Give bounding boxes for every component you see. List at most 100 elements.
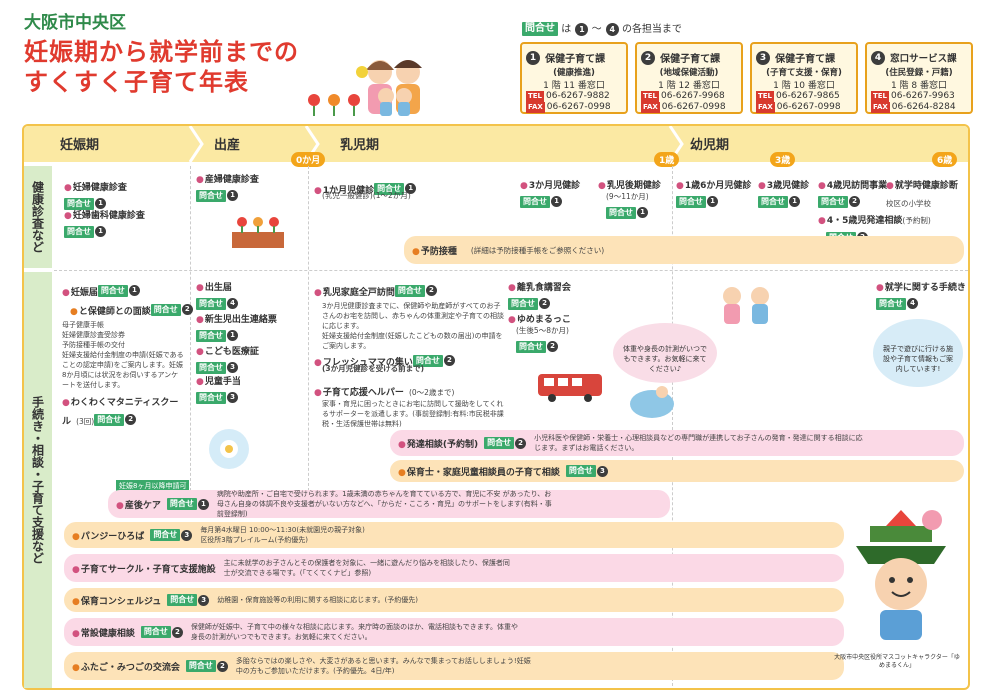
contact-tag: 問合せ bbox=[565, 465, 596, 477]
contact-tag: 問合せ bbox=[94, 413, 125, 426]
contact-intro-suffix: の各担当まで bbox=[621, 24, 682, 35]
age-marker-1y: 1歳 bbox=[654, 152, 680, 167]
contact-name: 窓口サービス課 bbox=[890, 53, 957, 65]
contact-tag: 問合せ bbox=[818, 195, 848, 208]
age-marker-0m: 0か月 bbox=[291, 152, 326, 167]
contact-num: 1 bbox=[526, 50, 540, 65]
school-bubble-text: 親子で遊びに行ける施設や子育て情報もご案内しています! bbox=[883, 345, 953, 373]
period-arrows bbox=[188, 126, 684, 162]
school-checkup: 就学時健康診断 bbox=[886, 178, 958, 191]
divider bbox=[672, 166, 673, 686]
school-bubble-bg bbox=[873, 319, 963, 387]
contact-tag: 問合せ bbox=[64, 197, 94, 210]
divider bbox=[190, 166, 191, 491]
period-header bbox=[24, 126, 968, 162]
contact-tag: 問合せ bbox=[196, 391, 226, 404]
divider bbox=[54, 270, 968, 271]
contact-tag: 問合せ bbox=[758, 195, 788, 208]
four-year-visit: 4歳児訪問事業 bbox=[818, 178, 887, 191]
contact-tag: 問合せ bbox=[97, 284, 128, 297]
contact-tag: 問合せ bbox=[150, 529, 181, 541]
maternity-school-note: (3回) bbox=[76, 417, 95, 426]
contact-num: 3 bbox=[756, 50, 770, 65]
period-pregnancy: 妊娠期 bbox=[60, 138, 100, 153]
helper-note: (0〜2歳まで) bbox=[408, 388, 455, 397]
period-toddler: 幼児期 bbox=[690, 138, 730, 153]
postpartum-tag: 妊娠8ヶ月以降申請可 bbox=[116, 480, 190, 492]
contact-tag: 問合せ bbox=[140, 626, 171, 638]
contact-floor: 1 階 12 番窓口 bbox=[658, 81, 720, 91]
contact-floor: 1 階 10 番窓口 bbox=[773, 81, 835, 91]
low-weight-notice: 新生児出生連絡票 bbox=[196, 312, 277, 325]
contact-tag: 問合せ bbox=[484, 437, 515, 449]
vaccination-bar: 予防接種 (詳細は予防接種手帳をご参照ください) bbox=[404, 236, 964, 264]
contact-intro-text: は bbox=[561, 24, 572, 35]
contact-tag: 問合せ bbox=[64, 225, 94, 238]
contact-tag: 問合せ bbox=[196, 361, 226, 374]
vaccination: 予防接種 bbox=[412, 244, 457, 257]
one-month-checkup: 1か月児健診 bbox=[314, 186, 374, 196]
one-month-note: (乳児一般健診)(1〜2か月) bbox=[322, 191, 411, 200]
weaning-class: 離乳食講習会 bbox=[508, 280, 571, 293]
child-allowance: 児童手当 bbox=[196, 374, 241, 387]
contact-intro-tag: 問合せ bbox=[522, 22, 558, 36]
circle-bar: 子育てサークル・子育て支援施設 主に未就学のお子さんとその保護者を対象に、一緒に… bbox=[64, 554, 844, 582]
yumemaru: ゆめまるっこ bbox=[508, 312, 571, 325]
page-title-line1: 妊娠期から就学前までの bbox=[24, 38, 299, 66]
divider bbox=[308, 166, 309, 491]
weight-bubble-bg bbox=[613, 323, 717, 383]
contact-tag: 問合せ bbox=[676, 195, 706, 208]
circle-note: 主に未就学のお子さんとその保護者を対象に、一緒に遊んだり悩みを相談したり、保護者… bbox=[223, 559, 510, 577]
contact-tag: 問合せ bbox=[166, 498, 197, 510]
row-label-support: 手続き・相談・子育て支援など bbox=[24, 272, 52, 688]
contact-intro: 問合せ は 1 〜 4 の各担当まで bbox=[522, 20, 682, 36]
one-half-checkup: 1歳6か月児健診 bbox=[676, 178, 752, 191]
fresh-mama-note: (3か月児健診を受ける前まで) bbox=[322, 364, 425, 373]
twins: ふたご・みつごの交流会 bbox=[72, 660, 180, 673]
period-infant: 乳児期 bbox=[340, 138, 380, 153]
contact-sub: (住民登録・戸籍) bbox=[885, 68, 953, 78]
dev-consult2-note: 小児科医や保健師・栄養士・心理相談員などの専門職が連携してお子さんの発育・発達に… bbox=[534, 434, 863, 452]
pregnancy-interview: と保健師との面談 bbox=[62, 307, 151, 317]
bus-illustration bbox=[538, 374, 602, 402]
contact-tag: 問合せ bbox=[520, 195, 550, 208]
age-marker-3y: 3歳 bbox=[770, 152, 796, 167]
elephant-illustration bbox=[630, 386, 674, 418]
circle: 子育てサークル・子育て支援施設 bbox=[72, 562, 216, 575]
medical-certificate: こども医療証 bbox=[196, 344, 259, 357]
pregnancy-bullet: 母子健康手帳 bbox=[62, 321, 104, 329]
maternal-checkup: 妊婦健康診査 bbox=[64, 180, 127, 193]
contact-sub: (地域保健活動) bbox=[659, 68, 719, 78]
flower-illustration bbox=[209, 429, 249, 469]
postpartum-care-note: 病院や助産所・ご自宅で受けられます。1歳未満の赤ちゃんを育てている方で、育児に不… bbox=[216, 490, 552, 518]
yumemaru-note: (生後5〜8か月) bbox=[516, 326, 569, 335]
postpartum-checkup: 産婦健康診査 bbox=[196, 172, 259, 185]
dev-consult-note: (予約制) bbox=[902, 216, 931, 225]
family-illustration bbox=[308, 60, 422, 116]
page-title-line2: すくすく子育て年表 bbox=[24, 68, 249, 96]
contact-intro-end: 4 bbox=[605, 22, 619, 36]
birth-notice: 出生届 bbox=[196, 280, 238, 293]
contact-tag: 問合せ bbox=[196, 329, 226, 342]
helper-bullet: 家事・育児に困ったときにお宅に訪問して援助をしてくれるサポーターを派遣します。(… bbox=[322, 400, 504, 428]
contact-tag: 問合せ bbox=[516, 340, 546, 353]
late-infant-note: (9〜11か月) bbox=[606, 192, 649, 201]
vaccination-note: (詳細は予防接種手帳をご参照ください) bbox=[470, 245, 605, 255]
three-year-checkup: 3歳児健診 bbox=[758, 178, 809, 191]
home-visit-bullet: 妊婦支援給付金制度(妊娠したこどもの数の届出)の申請をご案内します。 bbox=[322, 332, 503, 350]
row-label-health: 健康診査など bbox=[24, 166, 52, 268]
concierge: 保育コンシェルジュ bbox=[72, 594, 161, 607]
concierge-note: 幼稚園・保育施設等の利用に関する相談に応じます。(予約優先) bbox=[217, 596, 418, 604]
contact-name: 保健子育て課 bbox=[660, 54, 721, 65]
